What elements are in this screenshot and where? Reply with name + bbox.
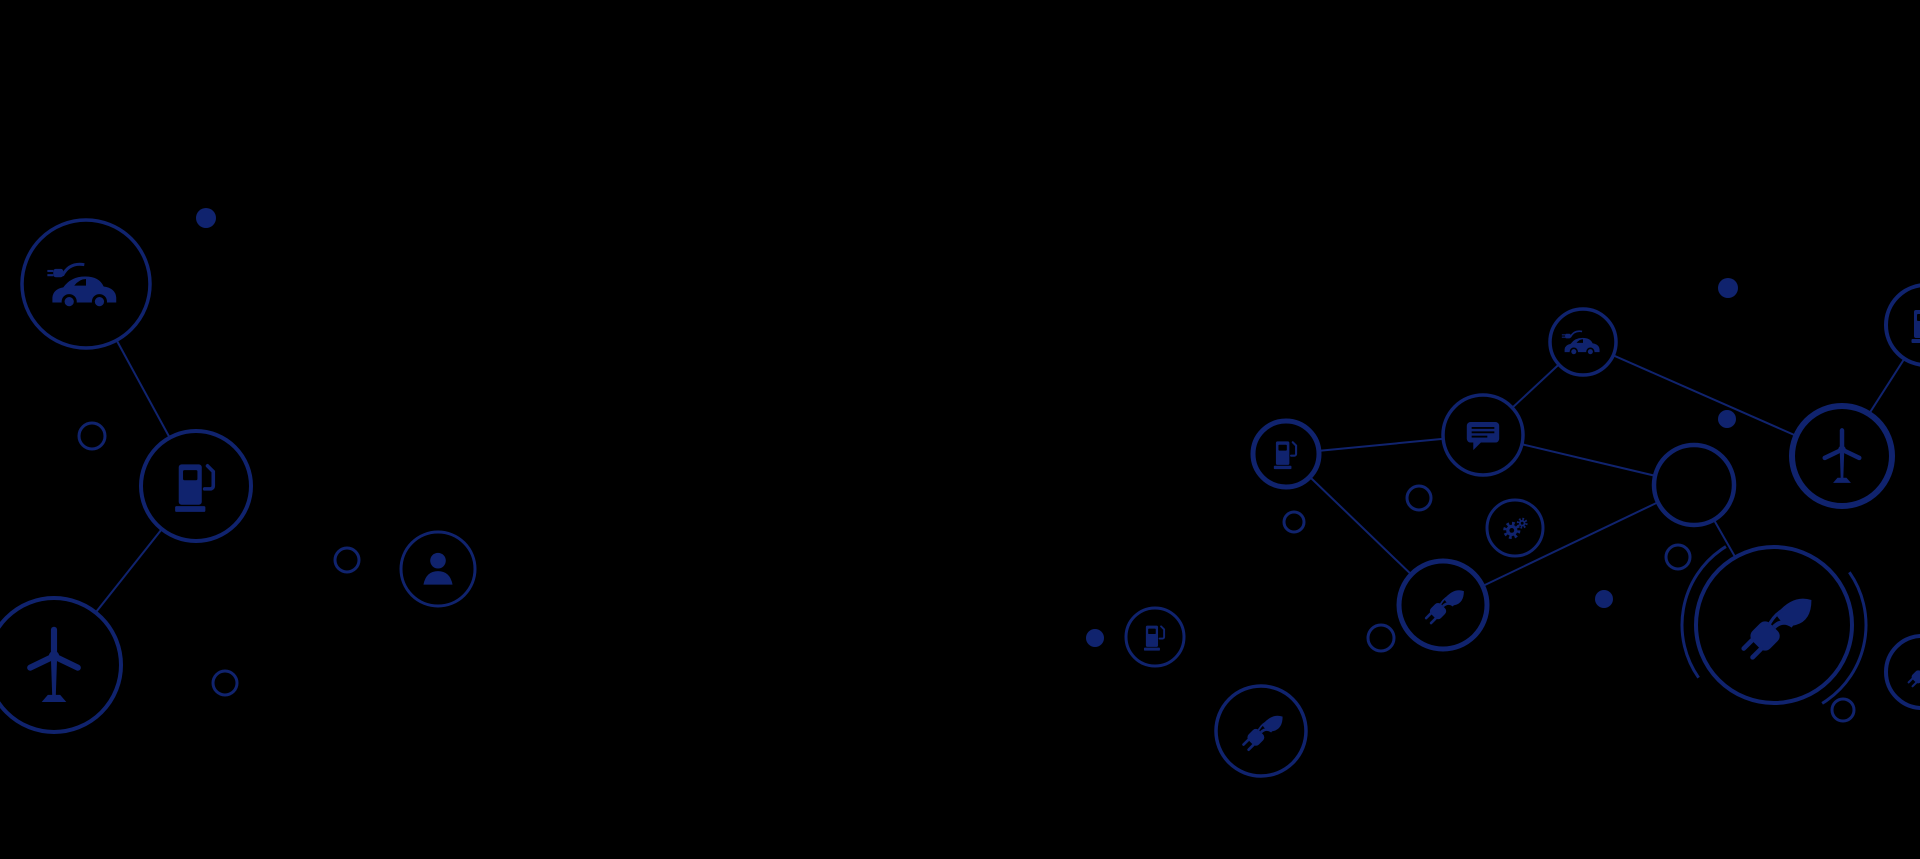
outline-rings [77, 421, 1856, 723]
node-circle [1884, 283, 1920, 367]
outline-ring [1664, 543, 1692, 571]
node-electric-car-right [1548, 307, 1618, 377]
node-plug-leaf-right [1396, 558, 1490, 652]
connector-lines [53, 283, 1920, 666]
accent-dot [1718, 278, 1738, 298]
node-partial-bottom-right [1884, 634, 1920, 710]
node-circle [1884, 634, 1920, 710]
node-gears [1485, 498, 1545, 558]
outline-ring [333, 546, 361, 574]
accent-dot [1595, 590, 1613, 608]
node-circle [399, 530, 477, 608]
node-fuel-pump-left [139, 429, 253, 543]
accent-dot [1718, 410, 1736, 428]
outline-ring [1405, 484, 1433, 512]
accent-dot [1086, 629, 1104, 647]
node-plug-leaf-large [1680, 531, 1868, 719]
accent-dots [196, 208, 1738, 647]
node-fuel-pump-right [1250, 418, 1322, 490]
accent-dot [196, 208, 216, 228]
outline-ring [211, 669, 239, 697]
node-electric-car-left [20, 218, 152, 350]
outline-ring [1282, 510, 1306, 534]
node-chat [1441, 393, 1525, 477]
node-fuel-pump-middle [1124, 606, 1186, 668]
node-person [399, 530, 477, 608]
node-wind-turbine-right [1789, 403, 1895, 509]
node-partial-top-right [1884, 283, 1920, 367]
node-wind-turbine-left [0, 596, 123, 734]
node-empty-circle [1651, 442, 1737, 528]
outline-ring [77, 421, 107, 451]
outline-ring [1830, 697, 1856, 723]
node-plug-leaf-middle [1214, 684, 1308, 778]
node-circle [1651, 442, 1737, 528]
outline-ring [1366, 623, 1396, 653]
node-circle [0, 596, 123, 734]
